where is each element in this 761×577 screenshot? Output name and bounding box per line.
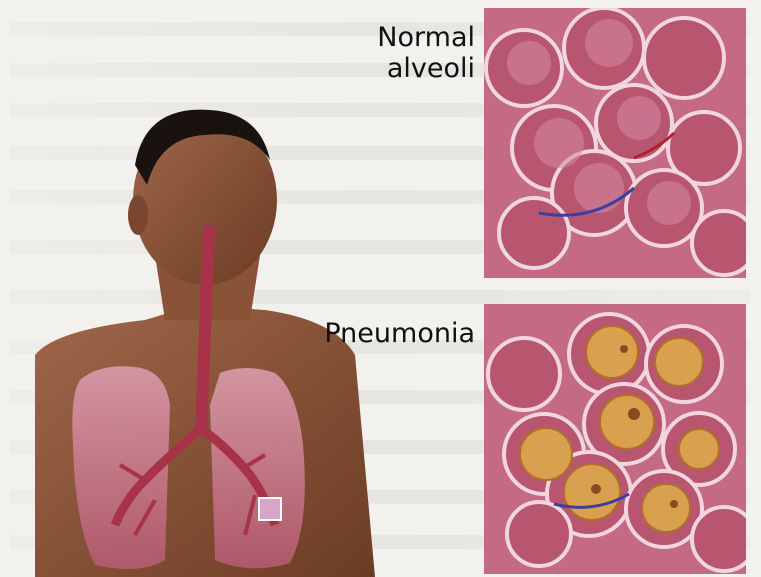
pneumonia-alveoli-panel (484, 304, 746, 574)
normal-label-line2: alveoli (355, 53, 475, 84)
normal-alveoli-label: Normal alveoli (355, 22, 475, 84)
normal-label-line1: Normal (355, 22, 475, 53)
normal-alveoli-image (484, 8, 746, 278)
pneumonia-alveoli-image (484, 304, 746, 574)
normal-alveoli-panel (484, 8, 746, 278)
pneumonia-label: Pneumonia (320, 318, 475, 349)
